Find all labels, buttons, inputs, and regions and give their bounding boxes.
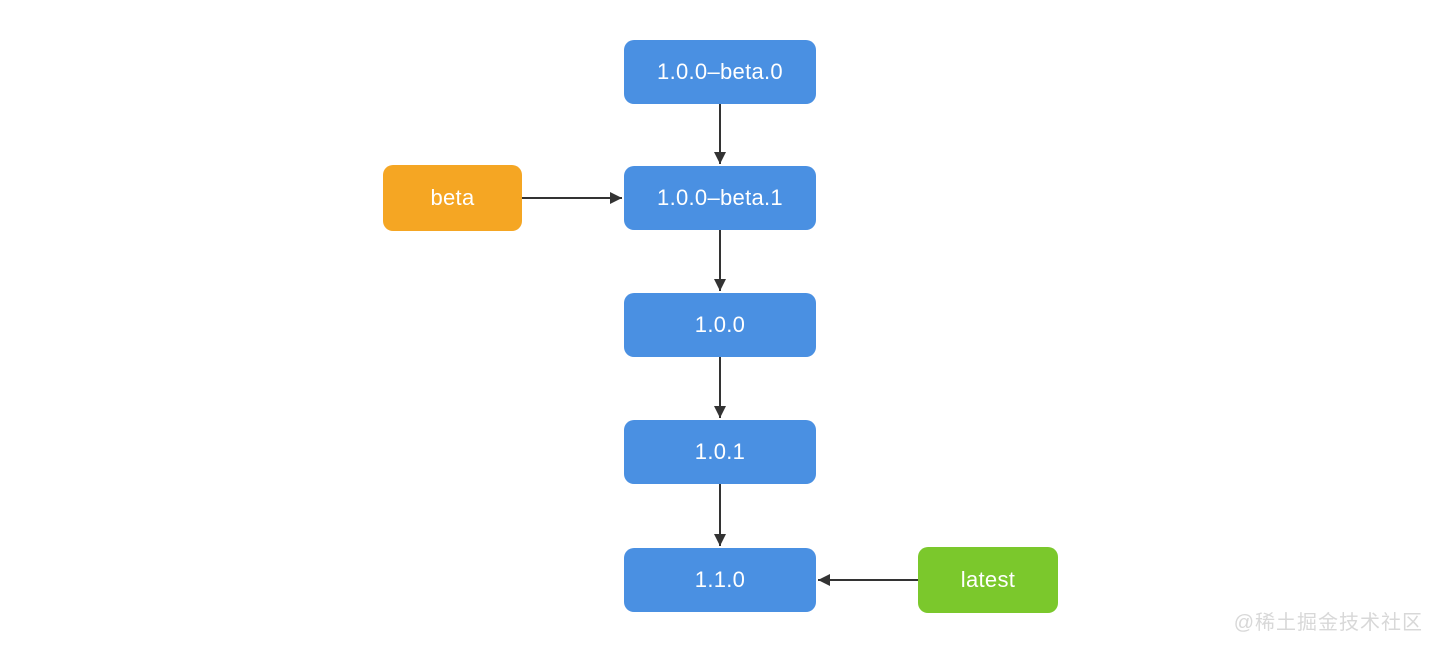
node-version-1.0.0: 1.0.0: [624, 293, 816, 357]
node-version-1.1.0: 1.1.0: [624, 548, 816, 612]
node-version-1.0.0-beta.1: 1.0.0–beta.1: [624, 166, 816, 230]
node-version-1.0.0-beta.0: 1.0.0–beta.0: [624, 40, 816, 104]
watermark-text: @稀土掘金技术社区: [1233, 612, 1423, 634]
node-dist-tag-beta: beta: [383, 165, 522, 231]
node-dist-tag-latest: latest: [918, 547, 1058, 613]
node-version-1.0.1: 1.0.1: [624, 420, 816, 484]
